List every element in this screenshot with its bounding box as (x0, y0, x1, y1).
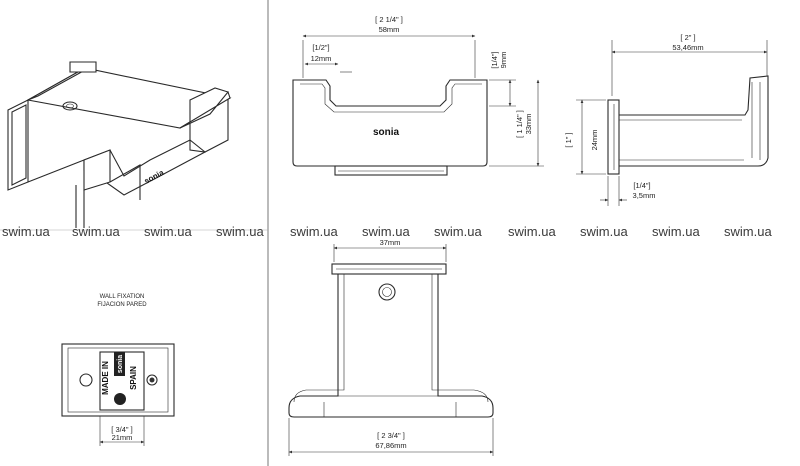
front-lip-mm: 12mm (311, 54, 332, 63)
front-lip-depth-inch: [1/4"] (490, 51, 499, 68)
bottom-view: 37mm [ 2 3/4" ] 67,86mm (288, 238, 494, 456)
fixation-brand-label: sonia (117, 355, 124, 373)
side-height-mm: 24mm (590, 130, 599, 151)
fixation-width-mm: 21mm (112, 433, 133, 442)
bottom-top-width-mm: 37mm (380, 238, 401, 247)
watermark-3: swim.ua (144, 224, 192, 239)
wall-fixation-title-es: FIJACION PARED (97, 302, 147, 308)
wall-fixation-title-en: WALL FIXATION (100, 294, 145, 300)
side-length-mm: 53,46mm (672, 43, 703, 52)
side-plate-mm: 3,5mm (633, 191, 656, 200)
front-lip-depth-mm: 9mm (499, 52, 508, 69)
made-in-label: MADE IN (101, 361, 110, 395)
bottom-width-mm: 67,86mm (375, 441, 406, 450)
bottom-width-inch: [ 2 3/4" ] (377, 431, 405, 440)
watermark-8: swim.ua (508, 224, 556, 239)
side-length-inch: [ 2" ] (680, 33, 695, 42)
watermark-10: swim.ua (652, 224, 700, 239)
watermark-4: swim.ua (216, 224, 264, 239)
front-lip-inch: [1/2"] (312, 43, 329, 52)
spain-label: SPAIN (129, 366, 138, 390)
watermark-1: swim.ua (2, 224, 50, 239)
watermark-6: swim.ua (362, 224, 410, 239)
side-plate-inch: [1/4"] (633, 181, 650, 190)
front-profile (292, 79, 488, 167)
watermark-11: swim.ua (724, 224, 772, 239)
fixation-width-inch: [ 3/4" ] (111, 425, 132, 434)
front-width-inch: [ 2 1/4" ] (375, 15, 403, 24)
watermark-7: swim.ua (434, 224, 482, 239)
side-view: [ 2" ] 53,46mm [ 1" ] 24mm [1/4"] 3,5mm (564, 33, 769, 206)
watermark-2: swim.ua (72, 224, 120, 239)
front-width-mm: 58mm (379, 25, 400, 34)
front-height-inch: [ 1 1/4" ] (515, 110, 524, 138)
watermark-9: swim.ua (580, 224, 628, 239)
front-height-mm: 33mm (524, 114, 533, 135)
side-height-inch: [ 1" ] (564, 132, 573, 147)
isometric-view: sonia (7, 61, 232, 228)
front-view: [ 2 1/4" ] 58mm [1/2"] 12mm sonia [1/4"]… (292, 15, 544, 176)
isometric-brand-label: sonia (143, 168, 166, 186)
front-brand-label: sonia (373, 127, 400, 138)
wall-fixation-view: WALL FIXATION FIJACION PARED MADE IN son… (61, 294, 175, 446)
watermark-row: swim.ua swim.ua swim.ua swim.ua swim.ua … (2, 224, 772, 239)
watermark-5: swim.ua (290, 224, 338, 239)
